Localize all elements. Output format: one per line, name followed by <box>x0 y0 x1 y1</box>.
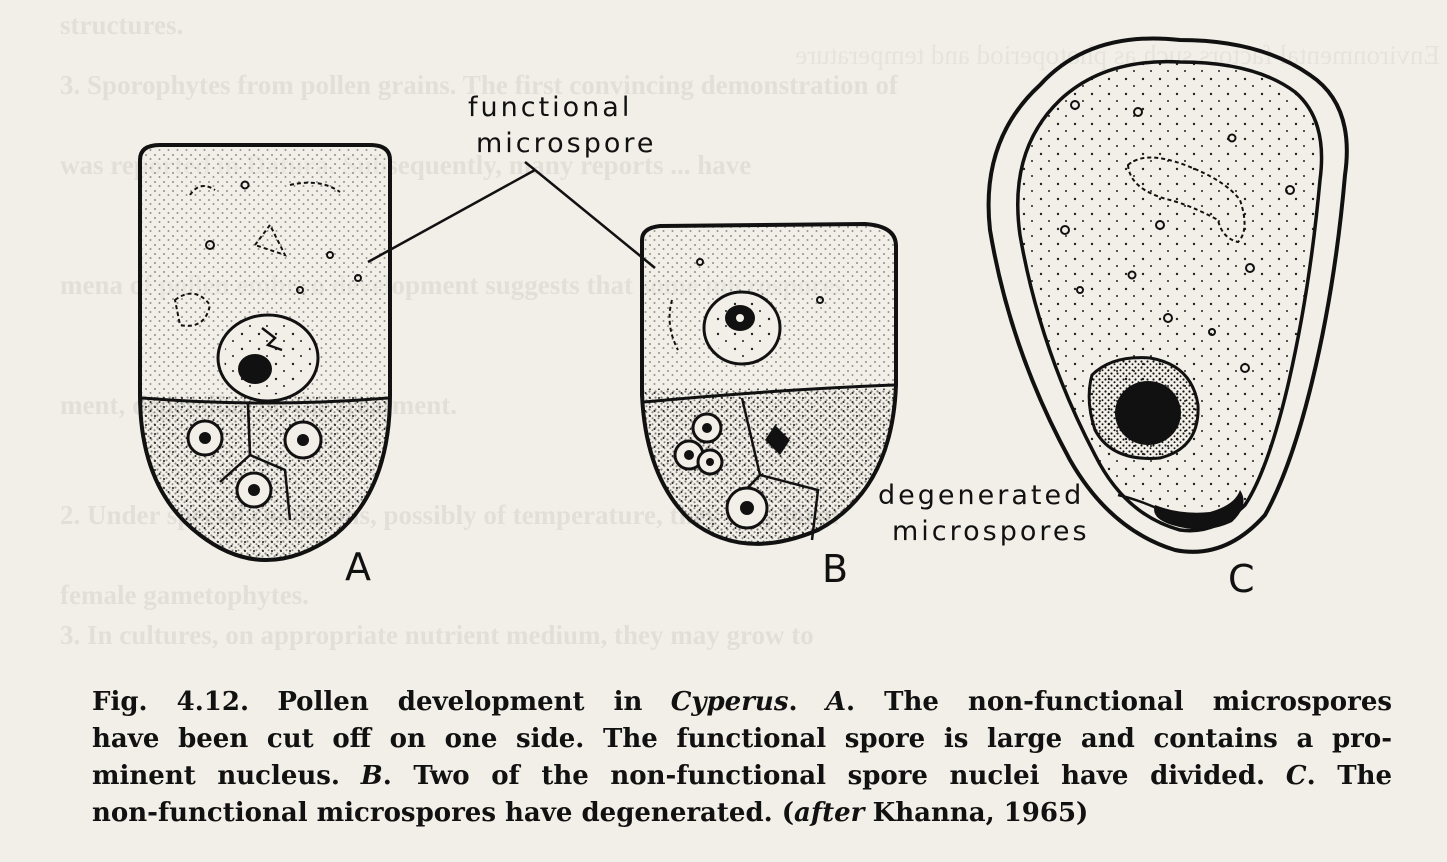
degenerated-label-line2: microspores <box>892 516 1090 547</box>
panel-c-functional-nucleus <box>1089 358 1198 459</box>
panel-a-tetrad <box>140 145 390 595</box>
caption-line-3: minent nucleus. B. Two of the non-functi… <box>92 758 1392 795</box>
panel-c-pollen-grain <box>989 38 1347 551</box>
panel-b-functional-nucleus <box>704 292 780 364</box>
functional-microspore-callout: functional microspore <box>368 92 657 268</box>
leader-line-a <box>368 170 535 262</box>
caption-line-2: have been cut off on one side. The funct… <box>92 721 1392 758</box>
functional-label-line2: microspore <box>476 128 657 159</box>
panel-b-label: B <box>822 547 848 591</box>
panel-a-label: A <box>345 545 371 589</box>
figure-caption: Fig. 4.12. Pollen development in Cyperus… <box>92 684 1392 832</box>
figure-number: Fig. 4.12. <box>92 687 249 717</box>
caption-line-1: Fig. 4.12. Pollen development in Cyperus… <box>92 684 1392 721</box>
panel-c-label: C <box>1228 557 1255 601</box>
caption-line-4: non-functional microspores have degenera… <box>92 795 1392 832</box>
panel-b-tetrad <box>642 224 896 569</box>
genus-name: Cyperus <box>671 687 789 717</box>
panel-c-inner-wall <box>1018 62 1322 531</box>
degenerated-label-line1: degenerated <box>878 480 1084 511</box>
functional-label-line1: functional <box>468 92 632 123</box>
pollen-development-figure: functional microspore degenerated micros… <box>0 0 1447 680</box>
panel-a-functional-nucleus <box>218 315 318 401</box>
leader-line-b <box>535 170 655 268</box>
